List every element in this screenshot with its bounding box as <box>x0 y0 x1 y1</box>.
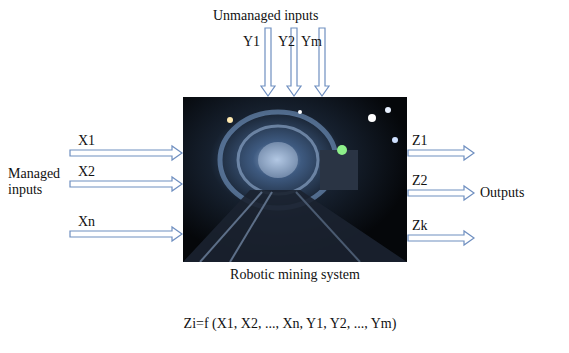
signal-name: Ym <box>301 34 322 50</box>
tunnel-picture <box>183 97 407 262</box>
group-heading: Outputs <box>480 185 524 201</box>
signal-name: Xn <box>78 214 95 230</box>
signal-name: X1 <box>78 133 95 149</box>
formula: Zi=f (X1, X2, ..., Xn, Y1, Y2, ..., Ym) <box>184 316 397 332</box>
signal-name: X2 <box>78 164 95 180</box>
group-heading: Managed inputs <box>8 166 68 198</box>
system-name: Robotic mining system <box>163 267 427 283</box>
signal-name: Y2 <box>278 34 295 50</box>
system-picture-box: Robotic mining system <box>183 97 407 262</box>
group-heading: Unmanaged inputs <box>213 8 318 24</box>
signal-name: Zk <box>412 218 428 234</box>
signal-name: Y1 <box>243 34 260 50</box>
signal-name: Z1 <box>412 133 428 149</box>
input-output-arrows <box>70 28 474 245</box>
signal-name: Z2 <box>412 173 428 189</box>
